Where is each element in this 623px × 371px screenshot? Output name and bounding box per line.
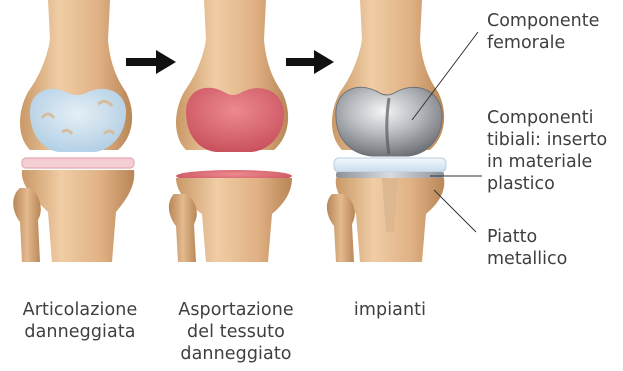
knee-implanted bbox=[327, 0, 446, 262]
callout-femoral-component: Componente femorale bbox=[487, 10, 617, 54]
metal-tray bbox=[336, 172, 444, 178]
knee-resected bbox=[169, 0, 292, 262]
arrow-icon bbox=[126, 50, 176, 74]
plastic-insert bbox=[334, 158, 446, 172]
caption-damaged-joint: Articolazione danneggiata bbox=[10, 299, 150, 343]
caption-implants: impianti bbox=[338, 299, 442, 321]
meniscus-gap bbox=[22, 158, 134, 168]
arrow-icon bbox=[286, 50, 334, 74]
caption-tissue-removal: Asportazione del tessuto danneggiato bbox=[168, 299, 304, 365]
leader-plate bbox=[434, 190, 476, 232]
knee-damaged bbox=[13, 0, 134, 262]
damaged-cartilage bbox=[30, 89, 126, 152]
fibula bbox=[169, 194, 197, 262]
callout-metal-plate: Piatto metallico bbox=[487, 226, 617, 270]
callout-tibial-components: Componenti tibiali: inserto in materiale… bbox=[487, 107, 619, 195]
resected-surface bbox=[186, 88, 284, 152]
fibula bbox=[327, 194, 355, 262]
fibula bbox=[13, 188, 41, 262]
